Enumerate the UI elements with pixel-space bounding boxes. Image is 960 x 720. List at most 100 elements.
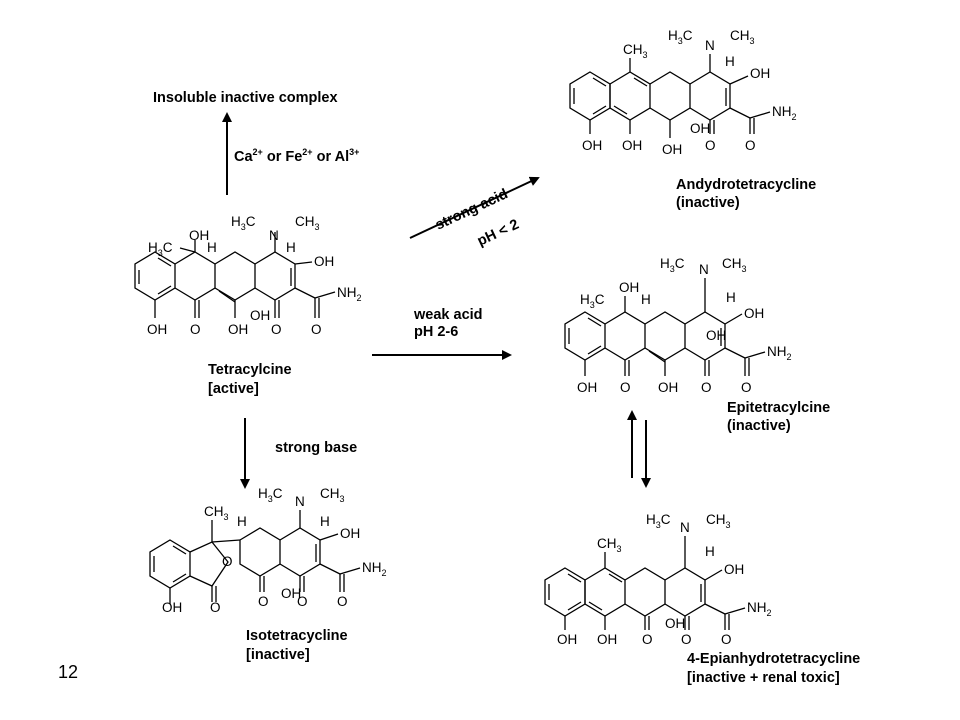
svg-text:H: H <box>726 290 736 305</box>
svg-text:OH: OH <box>658 380 678 395</box>
svg-text:CH3: CH3 <box>623 42 648 60</box>
svg-text:H: H <box>237 514 247 529</box>
svg-text:H3C: H3C <box>258 486 283 504</box>
svg-text:O: O <box>337 594 348 609</box>
svg-text:O: O <box>721 632 732 647</box>
svg-text:CH3: CH3 <box>706 512 731 530</box>
ph-2-6-label: pH 2-6 <box>414 324 458 340</box>
svg-text:CH3: CH3 <box>730 28 755 46</box>
svg-text:NH2: NH2 <box>772 104 797 122</box>
svg-text:O: O <box>681 632 692 647</box>
svg-text:OH: OH <box>706 328 726 343</box>
anhydrotetracycline-structure <box>569 54 771 138</box>
svg-text:OH: OH <box>314 254 334 269</box>
tetracycline-structure <box>134 232 336 318</box>
svg-text:[inactive]: [inactive] <box>246 647 310 663</box>
svg-text:OH: OH <box>622 138 642 153</box>
svg-text:CH3: CH3 <box>320 486 345 504</box>
svg-text:O: O <box>701 380 712 395</box>
ph-lt2-label: pH < 2 <box>475 217 522 250</box>
svg-text:NH2: NH2 <box>337 285 362 303</box>
svg-text:OH: OH <box>281 586 301 601</box>
svg-text:H: H <box>641 292 651 307</box>
svg-text:OH: OH <box>147 322 167 337</box>
strong-base-label: strong base <box>275 440 357 456</box>
slide-number: 12 <box>58 662 79 682</box>
svg-text:CH3: CH3 <box>295 214 320 232</box>
svg-text:OH: OH <box>662 142 682 157</box>
svg-text:N: N <box>680 520 690 535</box>
svg-text:(inactive): (inactive) <box>676 195 740 211</box>
svg-text:Tetracylcine: Tetracylcine <box>208 362 292 378</box>
metal-ion-condition: Ca2+ or Fe2+ or Al3+ <box>234 147 359 165</box>
svg-text:O: O <box>297 594 308 609</box>
svg-text:Epitetracylcine: Epitetracylcine <box>727 400 830 416</box>
isotetracycline-atoms: OH O O CH3 H O OH O O NH2 OH N H3C CH3 H <box>162 486 387 615</box>
svg-text:H: H <box>725 54 735 69</box>
svg-text:H: H <box>705 544 715 559</box>
svg-text:N: N <box>705 38 715 53</box>
isotetracycline-structure <box>149 510 361 604</box>
svg-text:H3C: H3C <box>580 292 605 310</box>
arrow-to-anhydro <box>409 176 540 239</box>
weak-acid-label: weak acid <box>413 307 483 323</box>
svg-text:H3C: H3C <box>668 28 693 46</box>
svg-text:O: O <box>258 594 269 609</box>
svg-text:CH3: CH3 <box>722 256 747 274</box>
svg-text:O: O <box>311 322 322 337</box>
svg-text:H3C: H3C <box>660 256 685 274</box>
svg-text:NH2: NH2 <box>767 344 792 362</box>
svg-text:OH: OH <box>162 600 182 615</box>
svg-text:OH: OH <box>557 632 577 647</box>
svg-text:N: N <box>269 228 279 243</box>
svg-text:O: O <box>210 600 221 615</box>
svg-text:O: O <box>741 380 752 395</box>
svg-text:O: O <box>190 322 201 337</box>
svg-text:H: H <box>320 514 330 529</box>
epianhydrotetracycline-atoms: CH3 OH OH O O O NH2 OH OH N H3C CH3 H <box>557 512 772 647</box>
svg-text:H: H <box>286 240 296 255</box>
svg-text:OH: OH <box>340 526 360 541</box>
svg-text:O: O <box>620 380 631 395</box>
svg-text:CH3: CH3 <box>597 536 622 554</box>
svg-text:Ca2+ or Fe2+ or Al3+: Ca2+ or Fe2+ or Al3+ <box>234 147 359 165</box>
svg-text:N: N <box>295 494 305 509</box>
svg-text:O: O <box>271 322 282 337</box>
svg-text:(inactive): (inactive) <box>727 418 791 434</box>
svg-text:O: O <box>745 138 756 153</box>
svg-text:OH: OH <box>582 138 602 153</box>
svg-text:O: O <box>642 632 653 647</box>
svg-text:OH: OH <box>189 228 209 243</box>
svg-text:H: H <box>207 240 217 255</box>
svg-text:OH: OH <box>750 66 770 81</box>
svg-text:O: O <box>705 138 716 153</box>
tetracycline-label: Tetracylcine [active] <box>208 362 292 397</box>
svg-text:OH: OH <box>619 280 639 295</box>
anhydrotetracycline-label: Andydrotetracycline (inactive) <box>676 177 816 211</box>
epitetracycline-label: Epitetracylcine (inactive) <box>727 400 830 434</box>
tetracycline-atoms: OH O OH O O NH2 OH OH N H3C CH3 OH H3C H… <box>147 214 362 337</box>
svg-text:H3C: H3C <box>646 512 671 530</box>
svg-text:CH3: CH3 <box>204 504 229 522</box>
epitetracycline-structure <box>564 278 766 376</box>
svg-text:OH: OH <box>665 616 685 631</box>
epianhydrotetracycline-label: 4-Epianhydrotetracycline [inactive + ren… <box>687 651 860 686</box>
svg-text:OH: OH <box>250 308 270 323</box>
svg-text:N: N <box>699 262 709 277</box>
svg-text:Andydrotetracycline: Andydrotetracycline <box>676 177 816 193</box>
svg-text:OH: OH <box>724 562 744 577</box>
svg-text:OH: OH <box>228 322 248 337</box>
svg-text:OH: OH <box>597 632 617 647</box>
epitetracycline-atoms: OH O OH O O NH2 OH OH N H3C CH3 OH H3C H… <box>577 256 792 395</box>
svg-text:[active]: [active] <box>208 381 259 397</box>
svg-text:[inactive + renal toxic]: [inactive + renal toxic] <box>687 670 840 686</box>
epianhydrotetracycline-structure <box>544 536 746 630</box>
svg-text:OH: OH <box>577 380 597 395</box>
anhydrotetracycline-atoms: CH3 OH OH OH O O NH2 OH OH N H3C CH3 H <box>582 28 797 157</box>
complex-label: Insoluble inactive complex <box>153 90 338 106</box>
svg-text:OH: OH <box>690 121 710 136</box>
svg-text:H3C: H3C <box>231 214 256 232</box>
svg-text:NH2: NH2 <box>747 600 772 618</box>
svg-text:OH: OH <box>744 306 764 321</box>
